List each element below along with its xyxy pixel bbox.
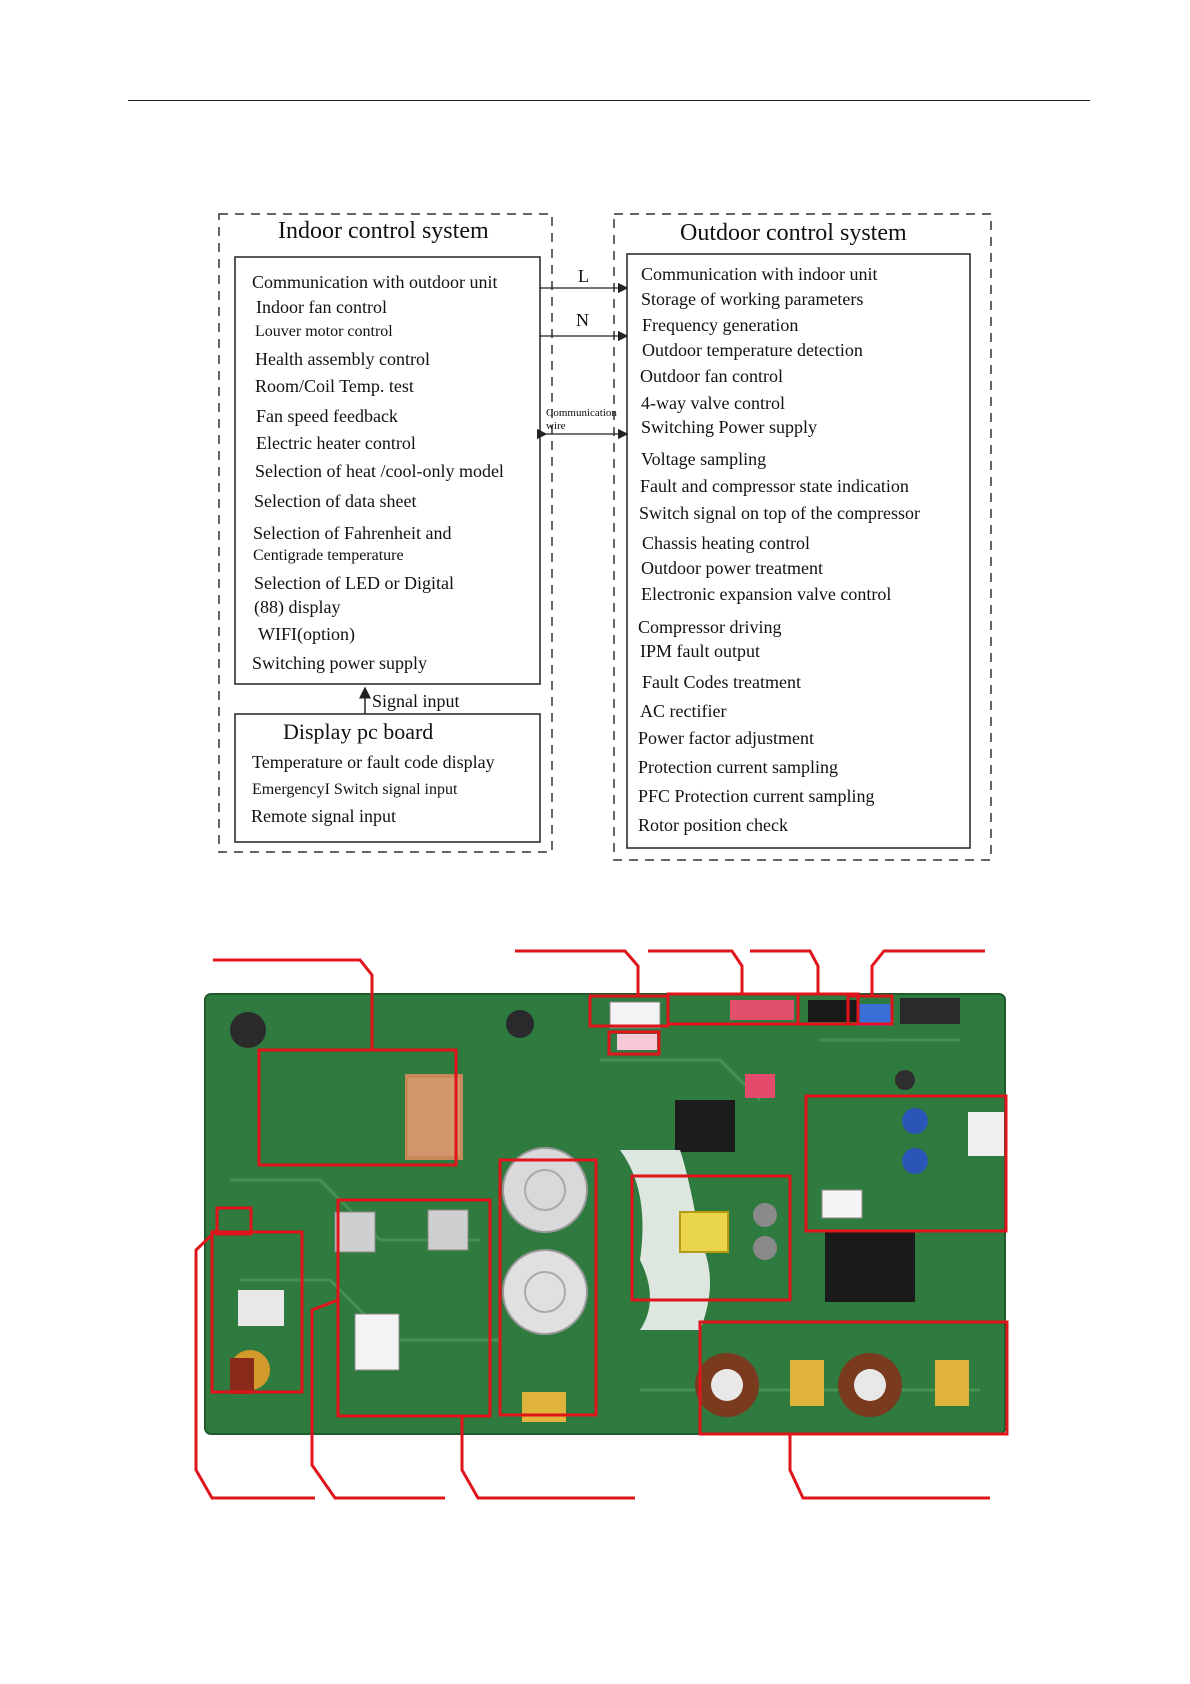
outdoor-item: Switch signal on top of the compressor bbox=[639, 503, 920, 523]
connector-blue bbox=[857, 1004, 891, 1026]
indoor-item: (88) display bbox=[254, 597, 341, 617]
highlight-power-modules bbox=[336, 1198, 492, 1418]
highlight-pink-connector bbox=[607, 1030, 661, 1056]
callout-line-4 bbox=[750, 949, 820, 994]
outdoor-inner-box bbox=[626, 253, 971, 849]
highlight-filter-right bbox=[804, 1094, 1008, 1233]
display-item: EmergencyI Switch signal input bbox=[252, 781, 458, 798]
highlight-fuse-area bbox=[210, 1230, 304, 1394]
callout-line-6 bbox=[194, 1228, 315, 1500]
highlight-black-connector bbox=[796, 992, 860, 1026]
electrolytic-capacitor-2 bbox=[502, 1249, 588, 1335]
outdoor-title: Outdoor control system bbox=[680, 220, 907, 246]
header-rule bbox=[128, 100, 1090, 101]
callout-line-3 bbox=[648, 949, 744, 994]
indoor-item: Electric heater control bbox=[256, 433, 416, 453]
signal-input-label: Signal input bbox=[372, 691, 460, 711]
electrolytic-capacitor-1 bbox=[502, 1147, 588, 1233]
indoor-item: Fan speed feedback bbox=[256, 406, 398, 426]
display-board-title: Display pc board bbox=[283, 719, 434, 744]
highlight-blue-connector bbox=[846, 994, 894, 1026]
indoor-item: Selection of data sheet bbox=[254, 491, 417, 511]
highlight-driver-ic bbox=[257, 1048, 458, 1167]
callout-line-7 bbox=[310, 1298, 445, 1500]
outdoor-item: Outdoor power treatment bbox=[641, 558, 823, 578]
outdoor-item: IPM fault output bbox=[640, 641, 760, 661]
outdoor-item: Storage of working parameters bbox=[641, 289, 864, 309]
callout-line-2 bbox=[515, 949, 640, 996]
outdoor-item: Fault and compressor state indication bbox=[640, 476, 909, 496]
indoor-item: Room/Coil Temp. test bbox=[255, 376, 414, 396]
indoor-item: Centigrade temperature bbox=[253, 547, 404, 564]
highlight-capacitors bbox=[498, 1158, 598, 1417]
indoor-item: Health assembly control bbox=[255, 349, 430, 369]
outdoor-item: PFC Protection current sampling bbox=[638, 786, 875, 806]
comm-wire-label-1: Communication bbox=[546, 407, 617, 419]
outdoor-item: AC rectifier bbox=[640, 701, 727, 721]
outdoor-item: Frequency generation bbox=[642, 315, 799, 335]
outdoor-item: 4-way valve control bbox=[641, 393, 785, 413]
callout-line-1 bbox=[213, 958, 374, 1050]
outdoor-item: Rotor position check bbox=[638, 815, 788, 835]
comm-wire-label-2: wire bbox=[546, 420, 566, 432]
display-board-box bbox=[234, 713, 541, 843]
highlight-switching-psu bbox=[630, 1174, 792, 1302]
ipm-module bbox=[334, 1211, 376, 1253]
outdoor-item: Chassis heating control bbox=[642, 533, 810, 553]
highlight-chokes bbox=[698, 1320, 1009, 1436]
indoor-item: Selection of Fahrenheit and bbox=[253, 523, 452, 543]
callout-line-9 bbox=[788, 1434, 990, 1500]
l-label: L bbox=[578, 266, 589, 286]
connector-black bbox=[808, 1000, 858, 1022]
display-item: Temperature or fault code display bbox=[252, 752, 495, 772]
relay bbox=[821, 1189, 863, 1219]
indoor-item: Communication with outdoor unit bbox=[252, 272, 498, 292]
indoor-dashed-frame bbox=[218, 213, 553, 853]
outdoor-item: Compressor driving bbox=[638, 617, 782, 637]
switching-transformer bbox=[679, 1211, 729, 1253]
pcb-illustration bbox=[194, 949, 1009, 1500]
indoor-title: Indoor control system bbox=[278, 218, 489, 244]
outdoor-item: Power factor adjustment bbox=[638, 728, 814, 748]
outdoor-item: Voltage sampling bbox=[641, 449, 767, 469]
outdoor-item: Electronic expansion valve control bbox=[641, 584, 892, 604]
indoor-inner-box bbox=[234, 256, 541, 685]
outdoor-item: Protection current sampling bbox=[638, 757, 838, 777]
indoor-item: Selection of heat /cool-only model bbox=[255, 461, 504, 481]
connector-white bbox=[609, 1001, 661, 1029]
outdoor-item: Fault Codes treatment bbox=[642, 672, 801, 692]
outdoor-item: Communication with indoor unit bbox=[641, 264, 878, 284]
outdoor-pcb-photo bbox=[0, 930, 1190, 1530]
diagram-lines bbox=[218, 213, 992, 861]
callout-line-5 bbox=[870, 949, 985, 996]
indoor-item: Louver motor control bbox=[255, 323, 393, 340]
n-label: N bbox=[576, 310, 589, 330]
outdoor-item: Switching Power supply bbox=[641, 417, 818, 437]
indoor-item: Selection of LED or Digital bbox=[254, 573, 454, 593]
callout-line-8 bbox=[460, 1415, 635, 1500]
indoor-item: Indoor fan control bbox=[256, 297, 387, 317]
control-system-block-diagram: Indoor control system Communication with… bbox=[218, 213, 992, 861]
connector-red bbox=[730, 1000, 794, 1020]
indoor-item: Switching power supply bbox=[252, 653, 427, 673]
dip-switch bbox=[745, 1074, 775, 1098]
main-mcu-chip bbox=[675, 1100, 735, 1152]
display-item: Remote signal input bbox=[251, 806, 396, 826]
indoor-item: WIFI(option) bbox=[258, 624, 355, 644]
outdoor-item: Outdoor temperature detection bbox=[642, 340, 863, 360]
outdoor-item: Outdoor fan control bbox=[640, 366, 783, 386]
highlight-small-ic bbox=[215, 1206, 253, 1236]
